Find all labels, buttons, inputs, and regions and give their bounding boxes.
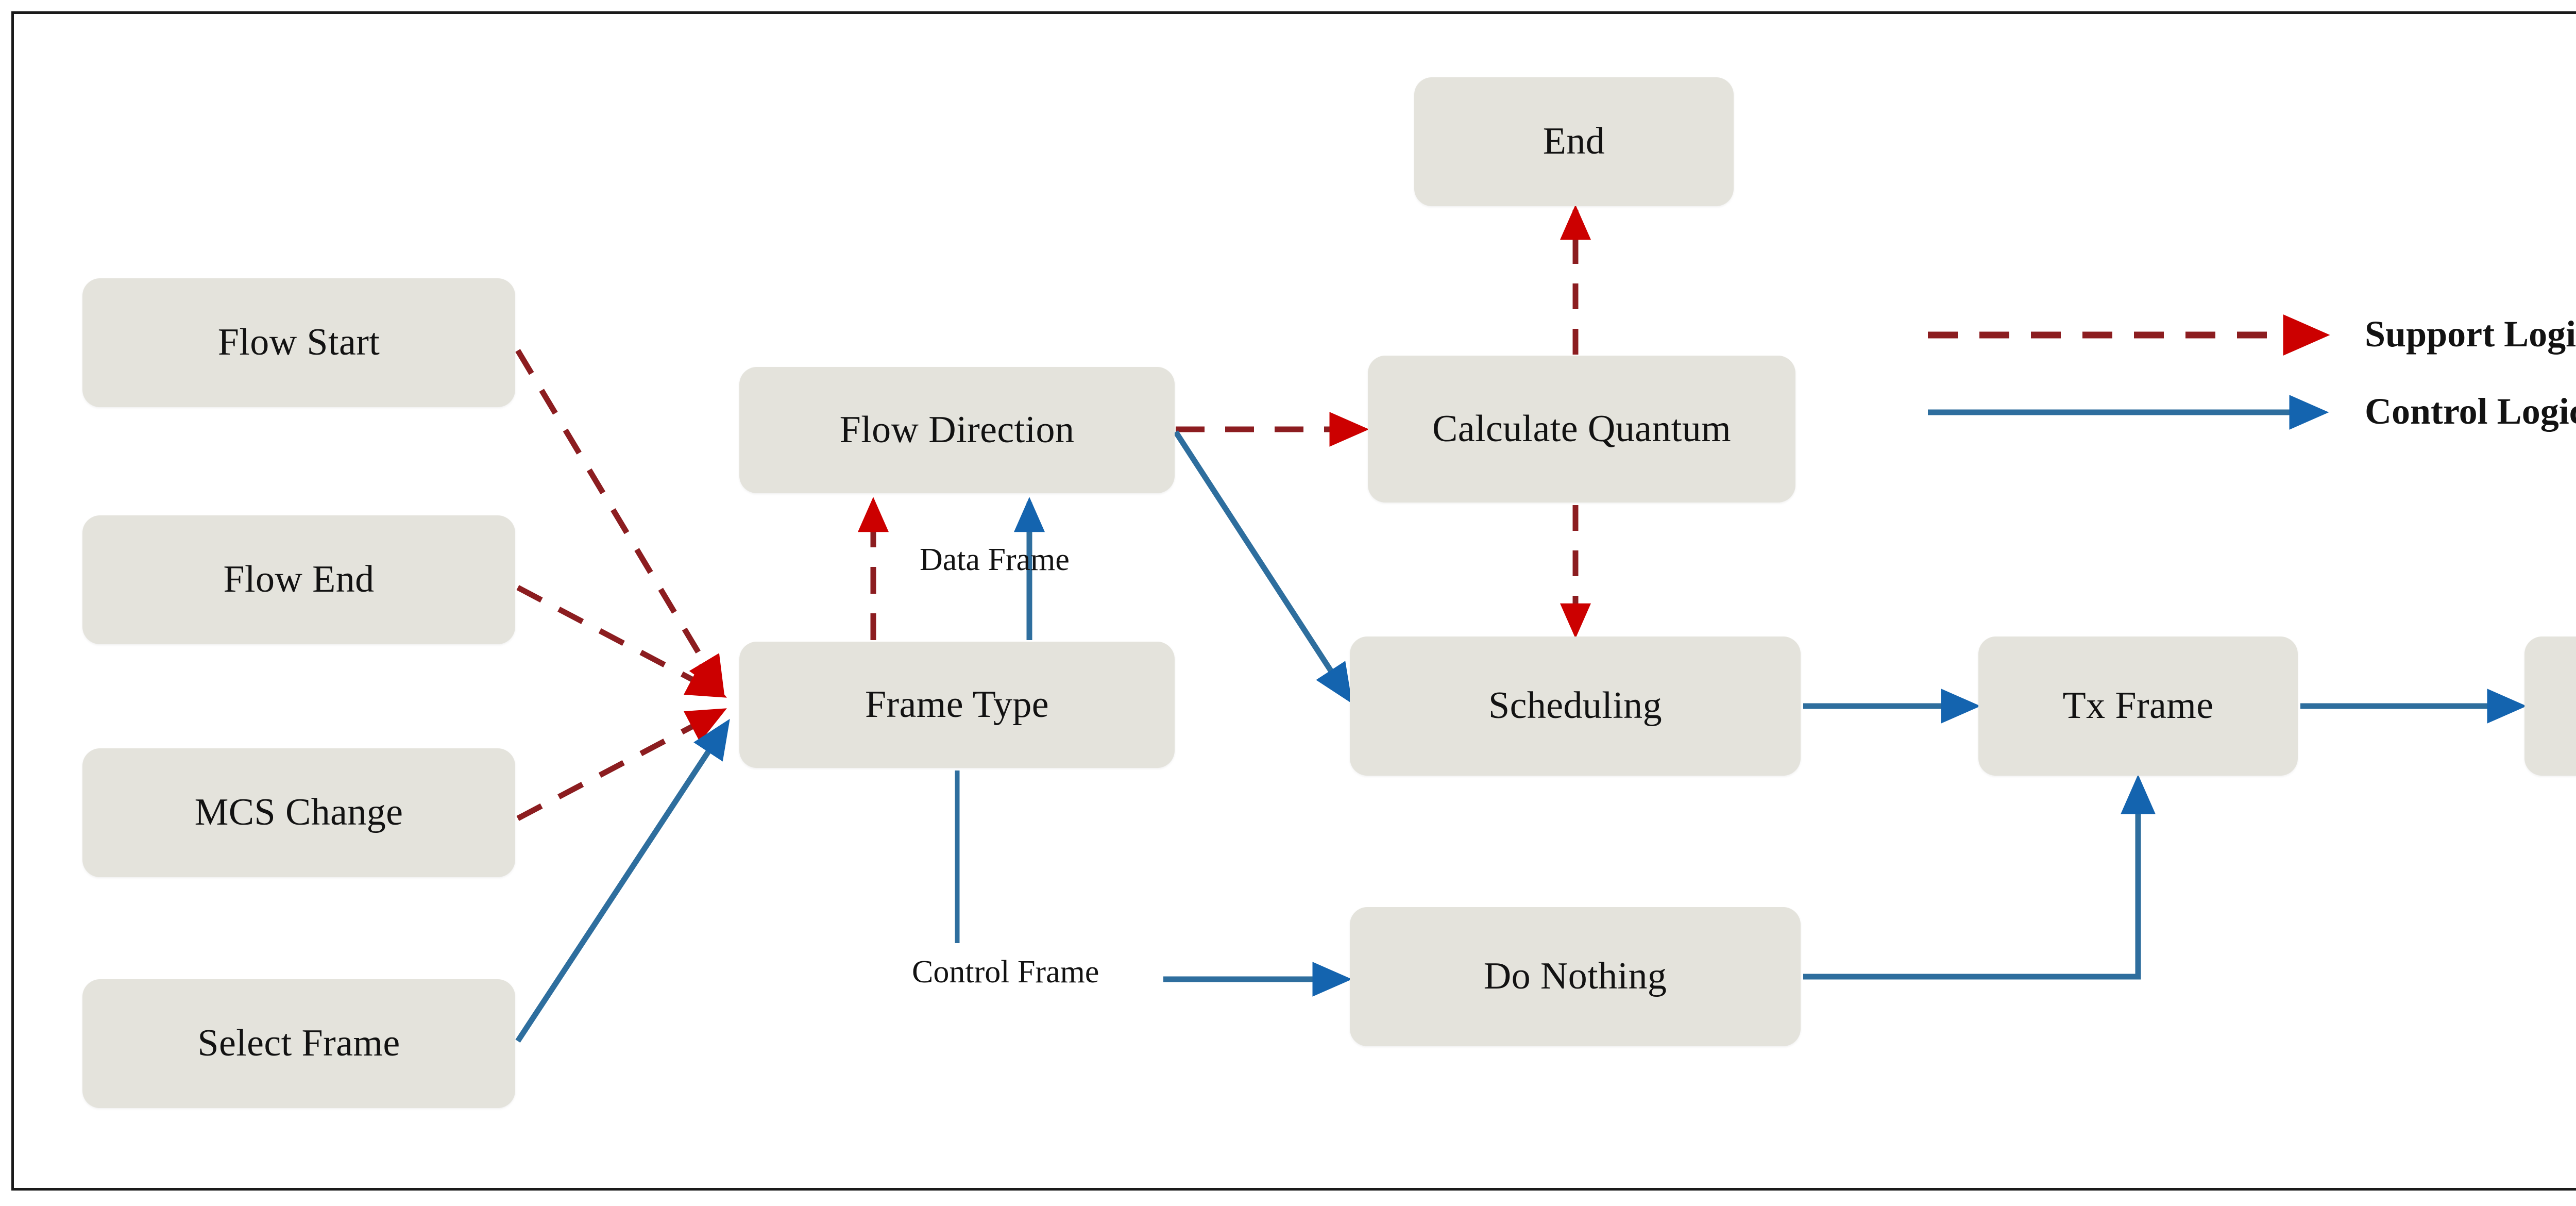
node-label: Scheduling (1488, 684, 1662, 727)
node-label: Flow Direction (839, 408, 1075, 451)
node-calculate-quantum[interactable]: Calculate Quantum (1368, 356, 1795, 502)
edge-label-data-frame: Data Frame (920, 542, 1070, 577)
edge-do-nothing-to-tx-frame (1803, 774, 2156, 980)
node-label: MCS Change (194, 791, 403, 834)
edge-flow-start-to-frame-type (515, 349, 725, 696)
node-label: Calculate Quantum (1432, 407, 1732, 450)
edge-flow-direction-to-scheduling (1173, 430, 1352, 704)
node-label: Select Frame (197, 1022, 400, 1065)
legend-label-support-logic: Support Logic (2365, 313, 2576, 355)
node-end-top[interactable]: End (1414, 77, 1734, 206)
node-label: Flow End (223, 558, 375, 601)
node-label: Do Nothing (1483, 955, 1667, 998)
node-label: End (1543, 120, 1605, 163)
edge-label-control-frame: Control Frame (912, 954, 1099, 990)
node-select-frame[interactable]: Select Frame (82, 979, 515, 1108)
node-flow-direction[interactable]: Flow Direction (739, 367, 1175, 493)
node-label: Flow Start (217, 321, 380, 364)
diagram-frame-border (11, 11, 2576, 1191)
node-frame-type[interactable]: Frame Type (739, 642, 1175, 768)
node-end-right[interactable]: End (2524, 636, 2576, 776)
edge-mcs-change-to-frame-type (516, 708, 727, 821)
node-scheduling[interactable]: Scheduling (1350, 636, 1801, 776)
node-flow-end[interactable]: Flow End (82, 515, 515, 644)
legend-label-control-logic: Control Logic (2365, 391, 2576, 432)
edge-select-frame-to-frame-type (515, 718, 730, 1043)
edge-flow-end-to-frame-type (516, 585, 727, 698)
node-flow-start[interactable]: Flow Start (82, 278, 515, 407)
node-label: Tx Frame (2062, 684, 2214, 727)
node-do-nothing[interactable]: Do Nothing (1350, 907, 1801, 1046)
node-tx-frame[interactable]: Tx Frame (1978, 636, 2298, 776)
node-mcs-change[interactable]: MCS Change (82, 748, 515, 877)
node-label: Frame Type (865, 683, 1049, 726)
